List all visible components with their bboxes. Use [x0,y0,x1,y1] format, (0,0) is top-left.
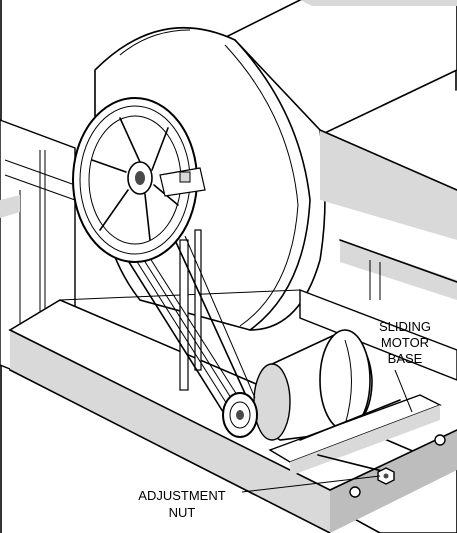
motor [253,329,373,441]
sliding-motor-base-assembly [268,394,446,498]
sliding-label-line-2: MOTOR [381,335,429,350]
support-posts [179,229,202,391]
adjustment-nut-part [377,467,395,485]
adjustment-label-line-1: ADJUSTMENT [138,488,225,503]
callout-leaders [241,369,413,493]
cabinet-right-side [319,129,457,300]
motor-pulley [222,392,258,438]
sliding-label-line-3: BASE [388,351,423,366]
blower-pulley [72,97,206,263]
sliding-label-line-1: SLIDING [379,319,431,334]
adjustment-label-line-2: NUT [169,505,196,520]
